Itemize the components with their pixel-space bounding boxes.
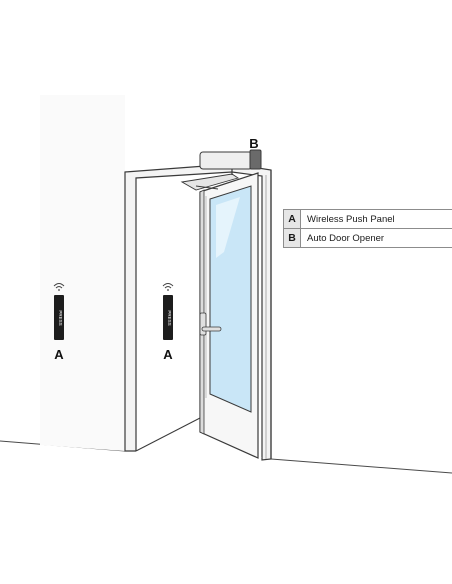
opener-end-cap [249,149,262,170]
legend-desc-a: Wireless Push Panel [300,209,452,229]
push-panel-left [54,295,64,340]
legend-row: A Wireless Push Panel [283,209,452,229]
push-panel-left-text: PRESS [58,310,63,325]
opener-arm-link [195,185,219,190]
wall-shade [40,95,125,451]
legend-row: B Auto Door Opener [283,228,452,248]
auto-door-opener [199,151,253,170]
door-edge [199,189,205,435]
legend-key-a: A [283,209,301,229]
wifi-icon [162,283,174,291]
floor-line-right [270,458,452,474]
doorway-floor [136,418,262,458]
legend-desc-b: Auto Door Opener [300,228,452,248]
legend-table: A Wireless Push Panel B Auto Door Opener [283,209,452,248]
doorway-floor-line [135,417,201,452]
label-b: B [249,136,258,151]
push-panel-center [163,295,173,340]
wifi-icon [53,283,65,291]
legend-key-b: B [283,228,301,248]
door-handle [201,326,222,332]
label-a-center: A [163,347,173,362]
glass-glare [216,197,240,258]
door-lockset [199,312,207,336]
label-a-left: A [54,347,64,362]
push-panel-center-text: PRESS [167,310,172,325]
